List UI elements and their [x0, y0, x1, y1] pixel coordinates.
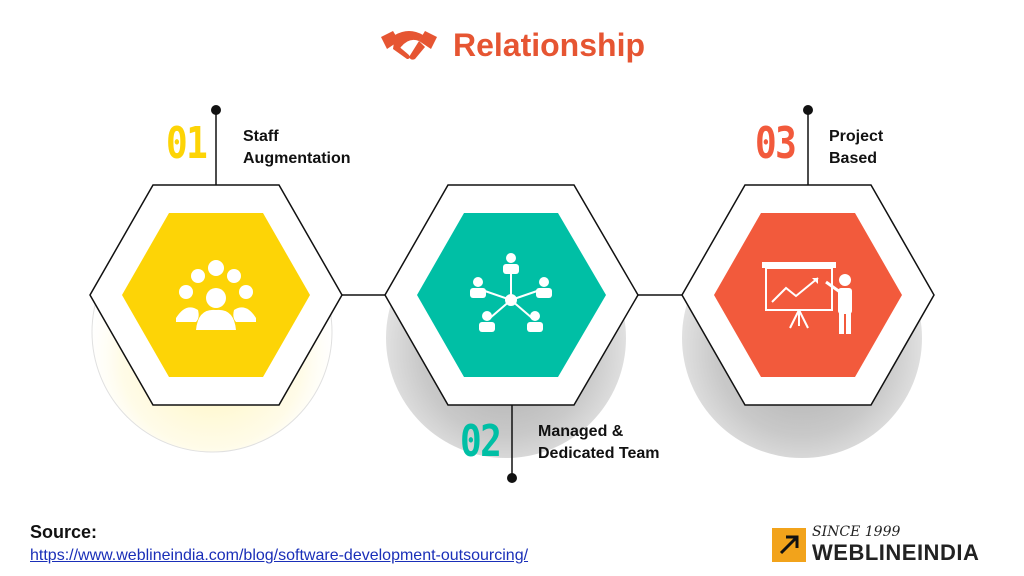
step-number-3: 03	[755, 118, 797, 169]
page-title: Relationship	[452, 26, 645, 63]
step-number-1: 01	[166, 118, 208, 169]
source-label: Source:	[30, 522, 98, 542]
step-number-2: 02	[460, 416, 502, 467]
step-label-1-line2: Augmentation	[243, 150, 351, 167]
pin-dot-3	[803, 105, 813, 115]
step-label-2-line1: Managed &	[538, 423, 624, 440]
group-icon	[176, 260, 256, 330]
logo-arrow-icon	[772, 528, 806, 562]
network-team-icon	[470, 253, 552, 332]
step-label-2-line2: Dedicated Team	[538, 445, 660, 462]
logo-since-text: SINCE 1999	[812, 524, 901, 540]
step-label-1: Staff Augmentation	[243, 126, 393, 170]
handshake-icon	[380, 31, 437, 60]
page-header: Relationship	[0, 22, 1024, 68]
presentation-icon	[762, 262, 852, 334]
logo-name-text: WEBLINEINDIA	[812, 540, 980, 565]
hexagon-fill-3	[714, 213, 902, 377]
step-label-3-line2: Based	[829, 150, 878, 167]
step-label-2: Managed & Dedicated Team	[538, 421, 688, 465]
step-label-1-line1: Staff	[243, 128, 279, 145]
step-label-3: Project Based	[829, 126, 979, 170]
company-logo: SINCE 1999 WEBLINEINDIA	[772, 524, 1002, 568]
source-link[interactable]: https://www.weblineindia.com/blog/softwa…	[30, 547, 529, 564]
pin-dot-2	[507, 473, 517, 483]
step-label-3-line1: Project	[829, 128, 884, 145]
pin-dot-1	[211, 105, 221, 115]
